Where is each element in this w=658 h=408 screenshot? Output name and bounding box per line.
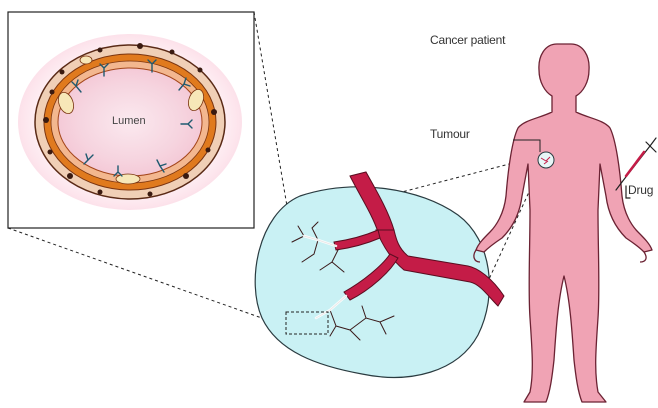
tumour-label: Tumour [430,127,470,141]
vessel-cross-section-inset: Lumen [8,12,254,228]
lumen-label: Lumen [112,115,146,127]
tumour-tissue [255,172,504,377]
drug-label: Drug [628,183,653,197]
cancer-patient-figure [474,44,652,402]
cancer-patient-label: Cancer patient [430,33,505,47]
